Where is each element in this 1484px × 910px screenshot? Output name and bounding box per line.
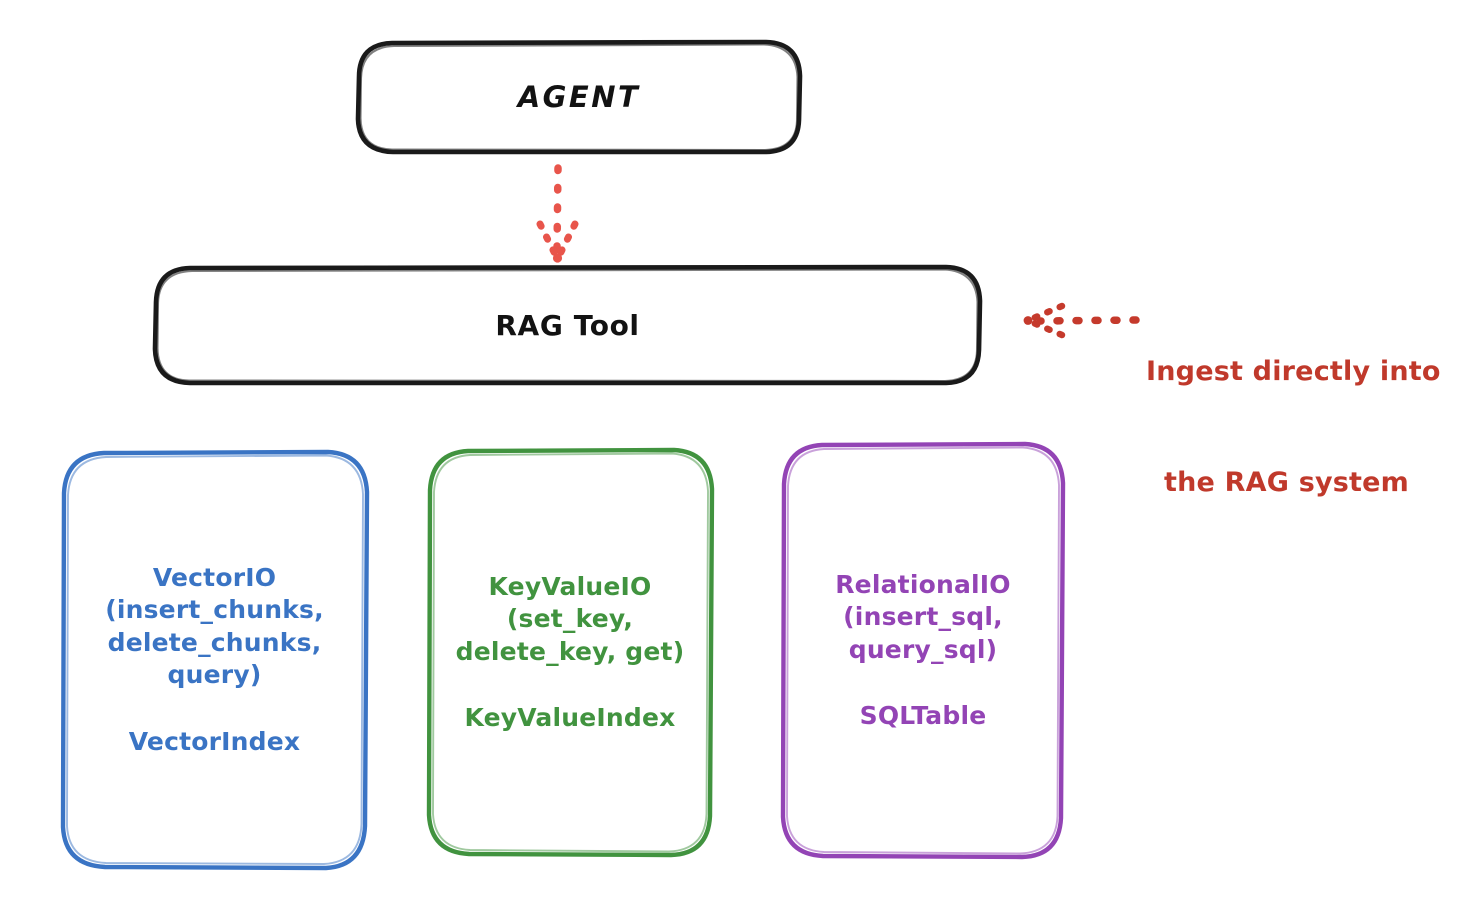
vector-io-line-4: query) [167,660,262,690]
agent-node[interactable]: AGENT [358,42,800,152]
ingest-annotation: Ingest directly into the RAG system [1146,278,1476,576]
rag-tool-node-label: RAG Tool [495,308,640,342]
vector-io-line-2: (insert_chunks, [105,595,324,625]
vector-io-line-3: delete_chunks, [107,627,322,657]
ingest-annotation-line-2: the RAG system [1164,467,1409,499]
ingest-annotation-line-1: Ingest directly into [1146,355,1441,387]
vector-index-label: VectorIndex [128,726,301,756]
vector-io-line-1: VectorIO [152,562,277,592]
agent-to-rag-tool-arrow [536,164,579,263]
key-value-io-line-2: (set_key, [506,604,634,633]
annotation-pointer-arrow [1023,302,1140,339]
key-value-io-node[interactable]: KeyValueIO (set_key, delete_key, get) Ke… [414,450,726,855]
key-value-io-line-3: delete_key, get) [455,636,685,666]
sql-table-label: SQLTable [859,701,987,730]
key-value-index-label: KeyValueIndex [464,703,676,732]
relational-io-line-3: query_sql) [848,634,998,664]
relational-io-line-2: (insert_sql, [843,602,1003,631]
relational-io-line-1: RelationalIO [835,569,1011,599]
key-value-io-line-1: KeyValueIO [488,571,652,601]
rag-tool-node[interactable]: RAG Tool [155,267,980,383]
vector-io-node[interactable]: VectorIO (insert_chunks, delete_chunks, … [52,452,377,868]
relational-io-node[interactable]: RelationalIO (insert_sql, query_sql) SQL… [783,444,1063,857]
agent-node-label: AGENT [517,80,641,114]
